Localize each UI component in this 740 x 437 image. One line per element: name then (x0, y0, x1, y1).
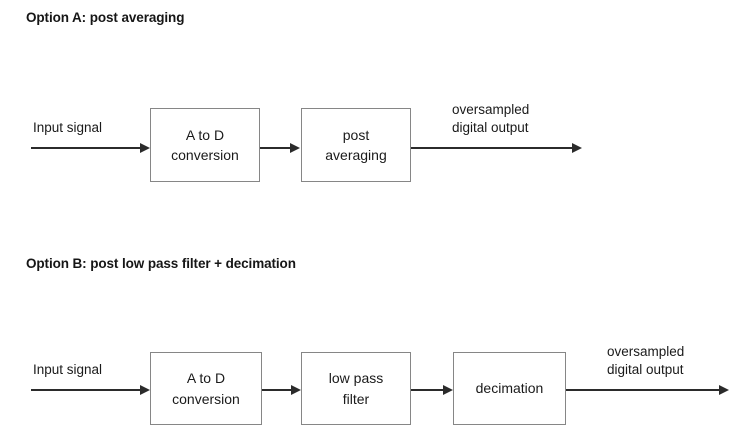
option-b-output-label-line2: digital output (607, 361, 684, 377)
option-b-input-signal-label: Input signal (33, 362, 103, 377)
option-b-block-low-pass-filter[interactable]: low pass filter (301, 352, 411, 425)
option-a-output-label-line2: digital output (452, 119, 529, 135)
option-a-input-arrow-line (31, 147, 141, 149)
option-a-block-a-to-d-line2: conversion (171, 147, 239, 163)
option-b-output-label: oversampled digital output (607, 343, 684, 378)
option-a-block-a-to-d[interactable]: A to D conversion (150, 108, 260, 182)
option-a-connector-1-line (260, 147, 291, 149)
option-b-connector-1-line (262, 389, 292, 391)
option-b-input-arrow-line (31, 389, 141, 391)
option-b-connector-2-line (411, 389, 444, 391)
option-b-block-decimation[interactable]: decimation (453, 352, 566, 425)
option-b-block-a-to-d-line1: A to D (186, 370, 226, 387)
option-b-block-a-to-d[interactable]: A to D conversion (150, 352, 262, 425)
option-b-output-label-line1: oversampled (607, 344, 685, 359)
option-b-connector-1-arrowhead (291, 384, 301, 395)
option-a-block-a-to-d-line1: A to D (185, 126, 225, 143)
option-b-output-arrow-line (566, 389, 720, 391)
option-b-connector-2-arrowhead (443, 384, 453, 395)
option-b-block-decimation-line1: decimation (475, 380, 544, 397)
option-a-output-label: oversampled digital output (452, 101, 529, 136)
option-a-input-arrowhead (140, 142, 150, 153)
option-a-block-post-averaging-line2: averaging (325, 147, 387, 163)
option-a-output-arrow-line (411, 147, 573, 149)
option-a-connector-1-arrowhead (290, 142, 300, 153)
option-a-output-label-line1: oversampled (452, 102, 530, 117)
option-b-title: Option B: post low pass filter + decimat… (26, 256, 296, 271)
option-a-input-signal-label: Input signal (33, 120, 103, 135)
option-a-block-post-averaging-line1: post (342, 126, 370, 143)
option-b-block-low-pass-filter-line1: low pass (328, 370, 384, 387)
option-b-block-a-to-d-line2: conversion (172, 390, 240, 407)
option-b-input-arrowhead (140, 384, 150, 395)
option-b-block-low-pass-filter-line2: filter (342, 390, 370, 407)
option-a-block-post-averaging[interactable]: post averaging (301, 108, 411, 182)
option-a-output-arrowhead (572, 142, 582, 153)
option-b-output-arrowhead (719, 384, 729, 395)
option-a-title: Option A: post averaging (26, 10, 185, 25)
